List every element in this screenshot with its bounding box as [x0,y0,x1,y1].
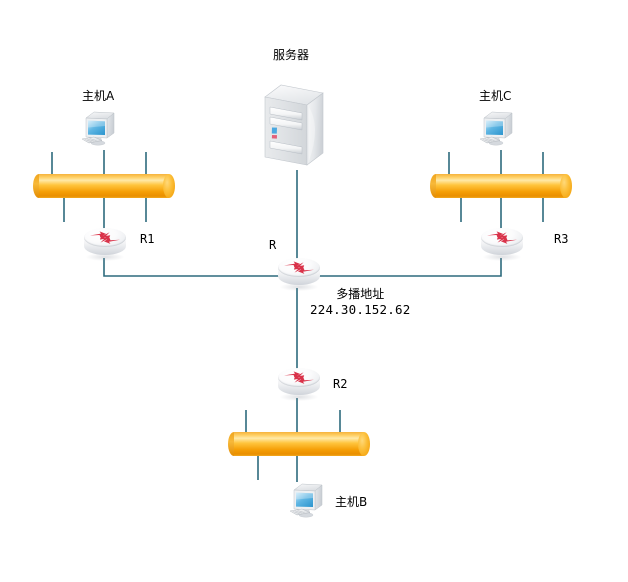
multicast-caption: 多播地址 [336,287,385,301]
router-arrows-icon [284,371,314,384]
host-a-label: 主机A [82,89,115,103]
router-shadow [86,253,124,261]
router-top [84,228,126,247]
host-b-node[interactable] [288,478,334,524]
bus-cap-right [560,174,572,198]
router-2-label: R2 [333,377,348,391]
host-c-node[interactable] [478,106,524,152]
multicast-address-block: 多播地址 224.30.152.62 [310,286,410,318]
router-shadow [280,393,318,401]
bus-segment-a[interactable] [33,174,175,198]
host-a-node[interactable] [80,106,126,152]
router-shadow [280,283,318,291]
computer-icon [81,111,115,146]
bus-cap-right [163,174,175,198]
router-top [278,368,320,387]
router-top [481,228,523,247]
router-3-label: R3 [554,232,569,246]
router-shadow [483,253,521,261]
bus-cap-right [358,432,370,456]
router-arrows-icon [487,231,517,244]
server-label: 服务器 [273,48,310,62]
host-b-label: 主机B [335,495,368,509]
bus-body [39,174,169,198]
bus-body [234,432,364,456]
bus-segment-b[interactable] [228,432,370,456]
router-1-node[interactable] [83,228,127,262]
bus-segment-c[interactable] [430,174,572,198]
router-center-label: R [269,238,277,252]
bus-body [436,174,566,198]
server-icon [264,84,324,166]
router-1-label: R1 [140,232,155,246]
wire-router-1-to-router-center [103,258,280,277]
multicast-address: 224.30.152.62 [310,302,411,317]
server-node[interactable] [263,83,325,175]
computer-icon [289,483,323,518]
wire-router-3-to-router-center [316,258,502,277]
router-arrows-icon [90,231,120,244]
router-2-node[interactable] [277,368,321,402]
host-c-label: 主机C [479,89,512,103]
router-center-node[interactable] [277,258,321,292]
router-top [278,258,320,277]
computer-icon [479,111,513,146]
router-arrows-icon [284,261,314,274]
router-3-node[interactable] [480,228,524,262]
